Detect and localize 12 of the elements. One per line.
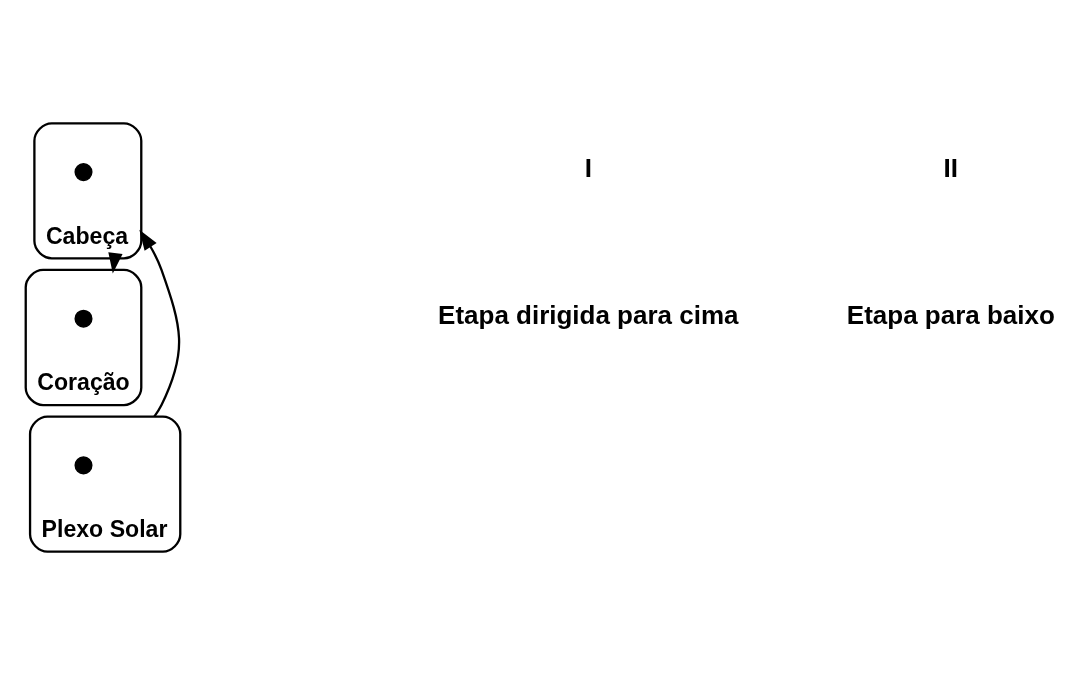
cluster: Plexo Solar — [28, 415, 182, 553]
arrow — [139, 229, 181, 418]
cluster: Cabeça — [33, 122, 143, 260]
label: II — [943, 153, 959, 183]
node-circle — [74, 163, 93, 182]
label: Etapa para baixo — [846, 299, 1055, 330]
cluster: Coração — [24, 268, 143, 407]
label: I — [584, 153, 592, 183]
node-circle — [74, 309, 93, 328]
label: Etapa dirigida para cima — [438, 299, 739, 330]
node-circle — [74, 456, 93, 475]
arrow — [108, 252, 123, 274]
